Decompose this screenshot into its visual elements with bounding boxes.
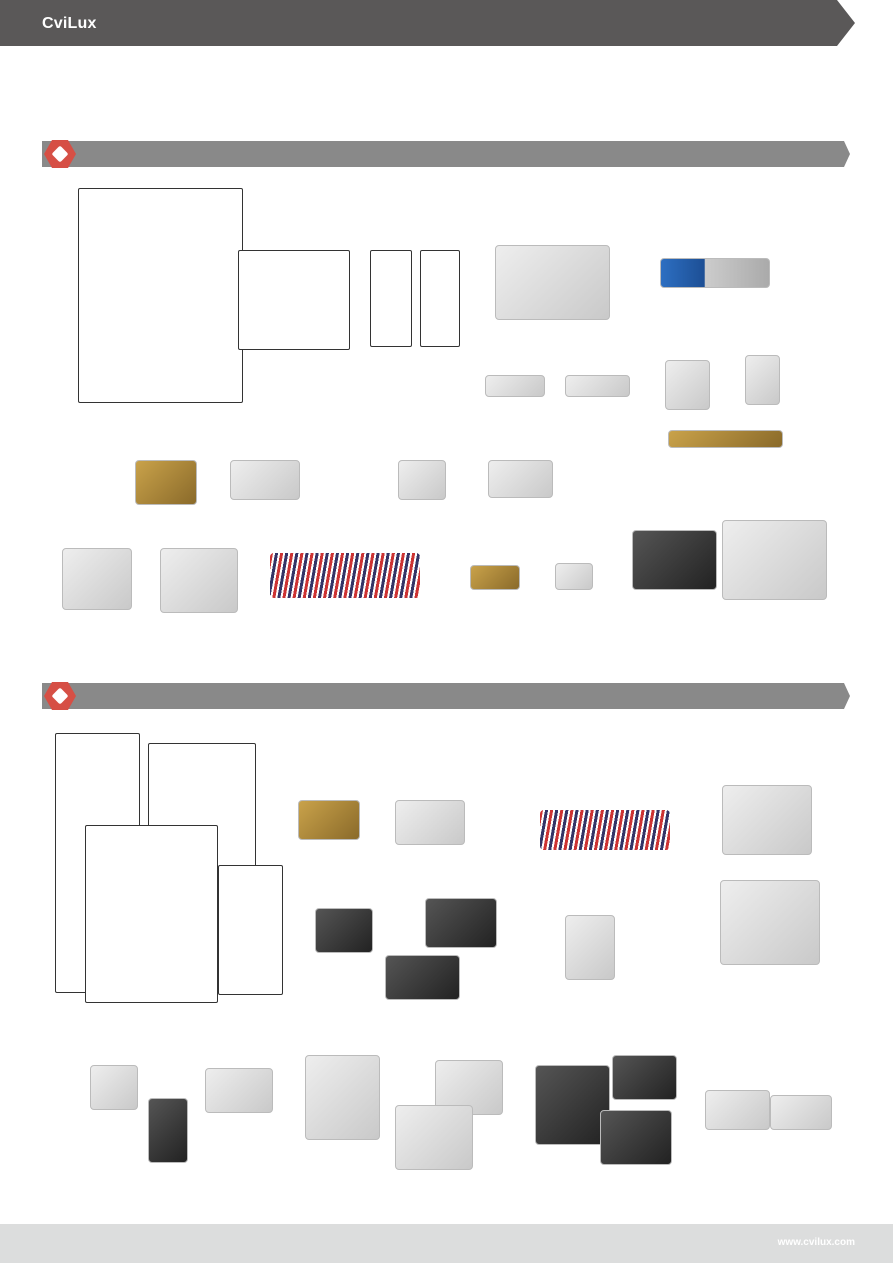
medical-cabinet-illustration bbox=[238, 250, 350, 350]
section-bar-medical bbox=[42, 141, 850, 167]
wire-to-board-housing-image bbox=[205, 1068, 273, 1113]
cvilux-hex-icon bbox=[44, 140, 76, 168]
fpc-connector-image bbox=[298, 800, 360, 840]
hdmi-connector-image bbox=[555, 563, 593, 590]
ic-socket-image bbox=[600, 1110, 672, 1165]
medical-cart-illustration bbox=[420, 250, 460, 347]
fiber-optic-adapter-image bbox=[495, 245, 610, 320]
ffc-connector-image bbox=[230, 460, 300, 500]
shrouded-header-image bbox=[148, 1098, 188, 1163]
circular-connector-image bbox=[485, 375, 545, 397]
rf-connector-image bbox=[665, 360, 710, 410]
medical-cart-illustration bbox=[370, 250, 412, 347]
usb-c-connector-image bbox=[705, 1090, 770, 1130]
box-header-image bbox=[385, 955, 460, 1000]
medical-equipment-illustration bbox=[78, 188, 243, 403]
ic-socket-image bbox=[612, 1055, 677, 1100]
fpc-connector-image bbox=[135, 460, 197, 505]
section-bar-home-appliance bbox=[42, 683, 850, 709]
board-connector-image bbox=[160, 548, 238, 613]
wire-to-board-header-image bbox=[398, 460, 446, 500]
website-link[interactable]: www.cvilux.com bbox=[777, 1237, 855, 1248]
board-connector-image bbox=[62, 548, 132, 610]
board-connector-image bbox=[720, 880, 820, 965]
usb-c-connector-image bbox=[770, 1095, 832, 1130]
power-housing-image bbox=[305, 1055, 380, 1140]
rf-connector-image bbox=[745, 355, 780, 405]
hdmi-connector-image bbox=[470, 565, 520, 590]
stacking-connector-image bbox=[535, 1065, 610, 1145]
cvilux-hex-icon bbox=[44, 682, 76, 710]
wire-to-board-header-image bbox=[90, 1065, 138, 1110]
board-connector-image bbox=[395, 1105, 473, 1170]
wire-harness-image bbox=[540, 810, 670, 850]
card-connector-image bbox=[565, 915, 615, 980]
circular-push-pull-connector-image bbox=[660, 258, 770, 288]
d-sub-connector-image bbox=[632, 530, 717, 590]
circular-connector-image bbox=[565, 375, 630, 397]
rf-cable-image bbox=[668, 430, 783, 448]
brand-logo: CviLux bbox=[42, 15, 97, 32]
box-header-image bbox=[425, 898, 497, 948]
footer: www.cvilux.com bbox=[0, 1224, 893, 1263]
ffc-connector-image bbox=[395, 800, 465, 845]
washing-machine-illustration bbox=[85, 825, 218, 1003]
board-connector-image bbox=[722, 785, 812, 855]
header-banner: CviLux bbox=[0, 0, 855, 46]
dishwasher-illustration bbox=[218, 865, 283, 995]
power-connector-image bbox=[722, 520, 827, 600]
wire-harness-image bbox=[270, 553, 420, 598]
wire-to-board-housing-image bbox=[488, 460, 553, 498]
pin-header-image bbox=[315, 908, 373, 953]
